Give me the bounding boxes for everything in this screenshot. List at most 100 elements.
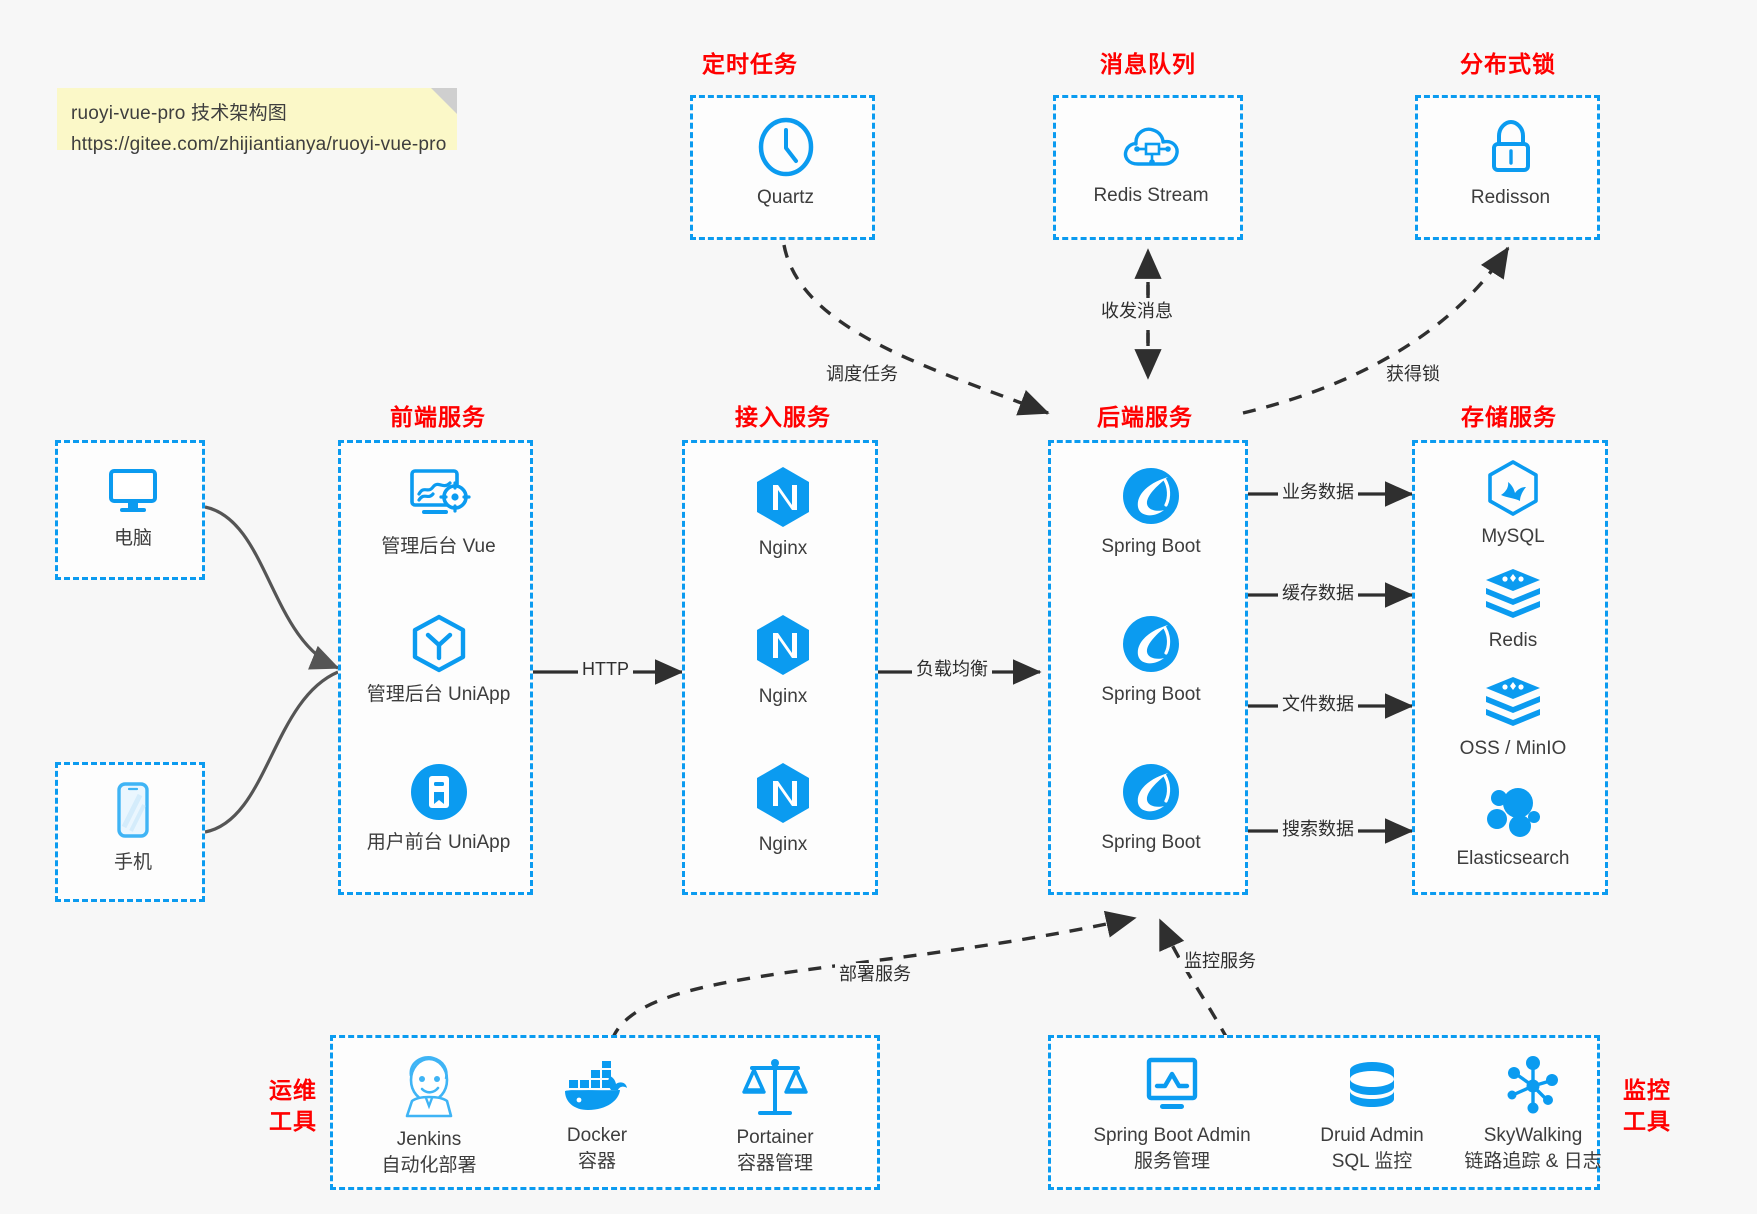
nginx-icon	[757, 615, 809, 675]
node-label-computer: 电脑	[113, 528, 152, 549]
node-label-spring-boot-3: Spring Boot	[1101, 832, 1201, 853]
edge-monitor-to-backend	[1158, 918, 1230, 1041]
node-label-quartz: Quartz	[756, 187, 815, 208]
edge-label-acquire-lock: 获得锁	[1382, 363, 1444, 385]
node-user-uniapp[interactable]: 用户前台 UniApp	[341, 761, 536, 856]
edge-label-http: HTTP	[578, 658, 633, 680]
uniapp-cube-icon	[412, 614, 465, 673]
group-heading-distributed-lock: 分布式锁	[1460, 51, 1556, 77]
devops-item-docker[interactable]: Docker 容器	[517, 1060, 677, 1175]
monitor-name-skywalking: SkyWalking	[1483, 1125, 1583, 1146]
monitor-item-druid-admin[interactable]: Druid Admin SQL 监控	[1287, 1060, 1457, 1175]
node-nginx-3[interactable]: Nginx	[685, 761, 881, 858]
node-redisson[interactable]: Redisson	[1418, 118, 1603, 211]
node-spring-boot-3[interactable]: Spring Boot	[1051, 761, 1251, 856]
edge-backend-to-lock	[1242, 246, 1510, 415]
node-label-spring-boot-1: Spring Boot	[1101, 536, 1201, 557]
box-computer[interactable]: 电脑	[55, 440, 205, 580]
group-heading-monitor-tools: 监控 工具	[1612, 1075, 1682, 1137]
node-label-phone: 手机	[113, 852, 152, 873]
devops-desc-portainer: 容器管理	[736, 1153, 813, 1174]
box-backend-service[interactable]: Spring Boot Spring Boot Spring Boot	[1048, 440, 1248, 895]
box-phone[interactable]: 手机	[55, 762, 205, 902]
node-phone[interactable]: 手机	[58, 781, 208, 876]
node-quartz[interactable]: Quartz	[693, 116, 878, 211]
devops-heading-line1: 运维	[269, 1077, 317, 1103]
node-label-admin-vue: 管理后台 Vue	[381, 536, 496, 557]
desktop-computer-icon	[109, 469, 157, 512]
node-label-spring-boot-2: Spring Boot	[1101, 684, 1201, 705]
group-heading-devops-tools: 运维 工具	[258, 1075, 328, 1137]
node-oss-minio[interactable]: OSS / MinIO	[1415, 675, 1611, 762]
monitor-item-spring-boot-admin[interactable]: Spring Boot Admin 服务管理	[1057, 1056, 1287, 1175]
node-nginx-1[interactable]: Nginx	[685, 465, 881, 562]
monitor-desc-spring-boot-admin: 服务管理	[1133, 1151, 1210, 1172]
monitor-desc-skywalking: 链路追踪 & 日志	[1464, 1151, 1602, 1172]
edge-label-schedule-task: 调度任务	[822, 363, 902, 385]
elasticsearch-icon	[1487, 788, 1540, 837]
edge-label-deploy-service: 部署服务	[835, 963, 915, 985]
database-icon	[1350, 1062, 1394, 1107]
box-gateway-service[interactable]: Nginx Nginx Nginx	[682, 440, 878, 895]
devops-name-jenkins: Jenkins	[396, 1129, 462, 1150]
skywalking-icon	[1507, 1056, 1558, 1114]
devops-item-portainer[interactable]: Portainer 容器管理	[685, 1056, 865, 1177]
monitor-heading-line1: 监控	[1623, 1077, 1671, 1103]
edge-label-business-data: 业务数据	[1278, 481, 1358, 503]
group-heading-frontend-service: 前端服务	[390, 404, 486, 430]
devops-name-docker: Docker	[566, 1125, 628, 1146]
edge-label-cache-data: 缓存数据	[1278, 582, 1358, 604]
docker-icon	[565, 1061, 627, 1110]
node-nginx-2[interactable]: Nginx	[685, 613, 881, 710]
node-admin-vue[interactable]: 管理后台 Vue	[341, 465, 536, 560]
node-label-redisson: Redisson	[1470, 187, 1551, 208]
box-message-queue[interactable]: Redis Stream	[1053, 95, 1243, 240]
edge-label-file-data: 文件数据	[1278, 693, 1358, 715]
box-devops-tools[interactable]: Jenkins 自动化部署 Docker 容器	[330, 1035, 880, 1190]
monitor-item-skywalking[interactable]: SkyWalking 链路追踪 & 日志	[1433, 1056, 1633, 1175]
node-spring-boot-1[interactable]: Spring Boot	[1051, 465, 1251, 560]
edge-label-send-receive-message: 收发消息	[1097, 300, 1177, 322]
nginx-icon	[757, 763, 809, 823]
node-elasticsearch[interactable]: Elasticsearch	[1415, 783, 1611, 872]
edge-label-search-data: 搜索数据	[1278, 818, 1358, 840]
node-label-nginx-1: Nginx	[758, 538, 808, 559]
node-redis[interactable]: Redis	[1415, 567, 1611, 654]
node-spring-boot-2[interactable]: Spring Boot	[1051, 613, 1251, 708]
spring-boot-icon	[1123, 468, 1179, 524]
note-title-line: ruoyi-vue-pro 技术架构图	[71, 103, 288, 124]
devops-desc-docker: 容器	[577, 1151, 616, 1172]
spring-boot-icon	[1123, 616, 1179, 672]
node-admin-uniapp[interactable]: 管理后台 UniApp	[341, 613, 536, 708]
lock-icon	[1491, 119, 1530, 172]
node-label-redis-stream: Redis Stream	[1093, 185, 1209, 206]
edge-phone-to-frontend	[204, 670, 339, 834]
redis-icon	[1486, 569, 1540, 618]
box-monitor-tools[interactable]: Spring Boot Admin 服务管理 Druid Admin SQL 监…	[1048, 1035, 1602, 1190]
mobile-phone-icon	[117, 782, 149, 838]
edge-label-load-balance: 负载均衡	[912, 658, 992, 680]
node-label-nginx-2: Nginx	[758, 686, 808, 707]
mysql-icon	[1488, 460, 1538, 516]
devops-heading-line2: 工具	[269, 1108, 317, 1134]
object-storage-icon	[1486, 677, 1540, 726]
portainer-icon	[742, 1059, 808, 1115]
jenkins-icon	[405, 1056, 453, 1118]
monitor-name-spring-boot-admin: Spring Boot Admin	[1093, 1125, 1251, 1146]
devops-desc-jenkins: 自动化部署	[381, 1155, 477, 1176]
node-mysql[interactable]: MySQL	[1415, 459, 1611, 550]
group-heading-storage-service: 存储服务	[1461, 404, 1557, 430]
node-redis-stream[interactable]: Redis Stream	[1056, 118, 1246, 209]
node-label-user-uniapp: 用户前台 UniApp	[366, 832, 511, 853]
edge-label-monitor-service: 监控服务	[1180, 950, 1260, 972]
box-frontend-service[interactable]: 管理后台 Vue 管理后台 UniApp 用户前台 UniApp	[338, 440, 533, 895]
box-distributed-lock[interactable]: Redisson	[1415, 95, 1600, 240]
node-computer[interactable]: 电脑	[58, 463, 208, 552]
devops-item-jenkins[interactable]: Jenkins 自动化部署	[349, 1054, 509, 1179]
box-scheduled-task[interactable]: Quartz	[690, 95, 875, 240]
node-label-nginx-3: Nginx	[758, 834, 808, 855]
note-fold-corner	[431, 88, 457, 114]
box-storage-service[interactable]: MySQL Redis OSS / MinIO	[1412, 440, 1608, 895]
monitor-heading-line2: 工具	[1623, 1108, 1671, 1134]
clock-icon	[758, 117, 813, 177]
